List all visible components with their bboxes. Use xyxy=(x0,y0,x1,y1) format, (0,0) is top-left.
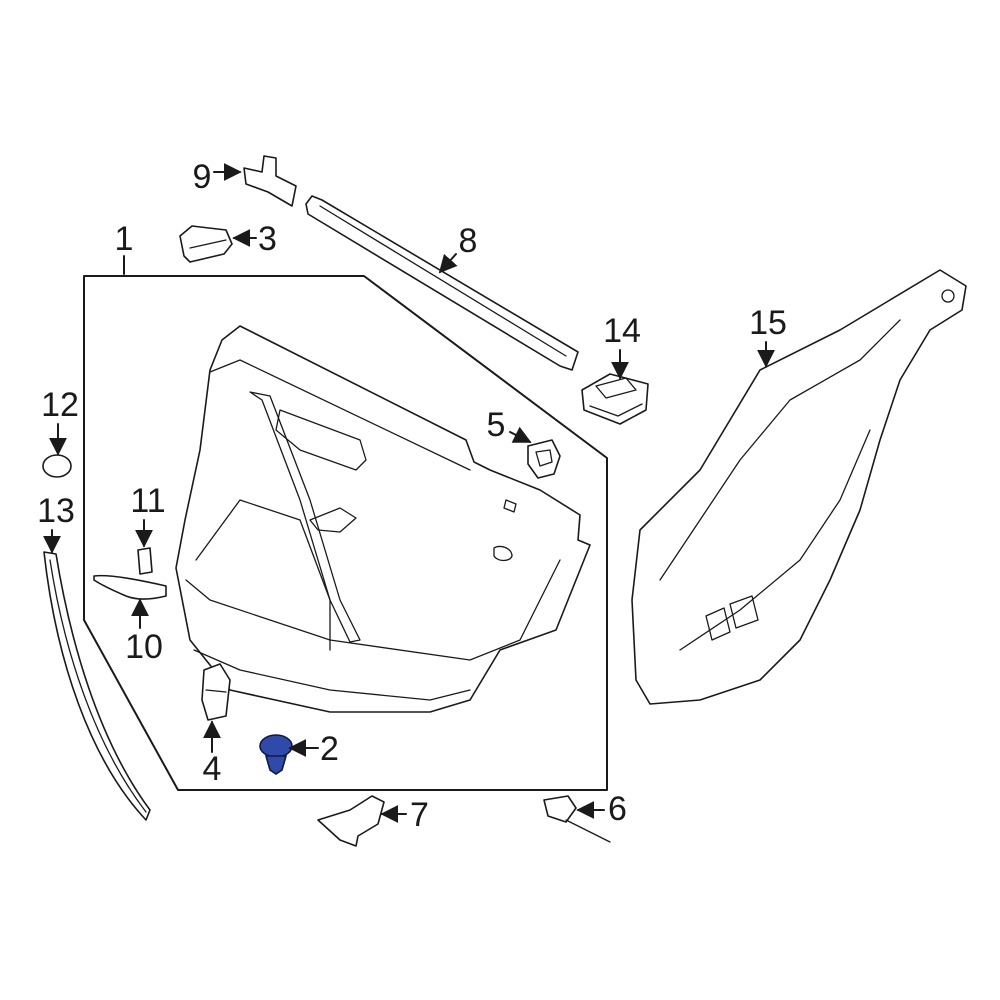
callout-7-label[interactable]: 7 xyxy=(410,796,429,834)
callout-1-label[interactable]: 1 xyxy=(115,220,134,258)
callout-5-arrow xyxy=(509,426,532,443)
callout-8-label[interactable]: 8 xyxy=(459,222,478,260)
callout-10-label[interactable]: 10 xyxy=(125,628,163,666)
handle-trim-part-10[interactable] xyxy=(93,574,167,600)
window-switch-part-14[interactable] xyxy=(581,373,649,425)
door-trim-panel[interactable] xyxy=(175,325,591,713)
pin-part-11[interactable] xyxy=(137,547,153,575)
callout-9-label[interactable]: 9 xyxy=(193,158,212,196)
callout-6-label[interactable]: 6 xyxy=(608,790,627,828)
callout-5-label[interactable]: 5 xyxy=(487,406,506,444)
callout-8-arrow xyxy=(438,253,458,274)
callout-arrows xyxy=(43,163,775,823)
callout-2-label[interactable]: 2 xyxy=(320,730,339,768)
clip-part-3[interactable] xyxy=(179,225,233,263)
callout-3-label[interactable]: 3 xyxy=(258,220,277,258)
clip-part-6[interactable] xyxy=(543,795,611,843)
switch-bezel-part-5[interactable] xyxy=(527,439,561,479)
push-pin-part-2[interactable] xyxy=(259,734,293,775)
bracket-part-7[interactable] xyxy=(317,795,385,847)
bracket-part-9[interactable] xyxy=(243,155,297,207)
callout-4-label[interactable]: 4 xyxy=(203,750,222,788)
callout-15-label[interactable]: 15 xyxy=(749,304,787,342)
retainer-clip-part-4[interactable] xyxy=(201,663,231,721)
callout-13-label[interactable]: 13 xyxy=(37,492,75,530)
callout-11-label[interactable]: 11 xyxy=(130,482,165,520)
callout-labels: 1 2 3 4 5 6 7 8 9 10 11 12 13 14 15 xyxy=(37,158,787,834)
plug-part-12[interactable] xyxy=(42,454,72,478)
water-shield-part-15[interactable] xyxy=(631,269,967,705)
callout-14-label[interactable]: 14 xyxy=(603,312,641,350)
belt-weatherstrip[interactable] xyxy=(305,195,579,371)
seal-strip-part-13[interactable] xyxy=(43,551,151,821)
callout-12-label[interactable]: 12 xyxy=(41,386,79,424)
door-panel-group-frame xyxy=(83,275,608,791)
